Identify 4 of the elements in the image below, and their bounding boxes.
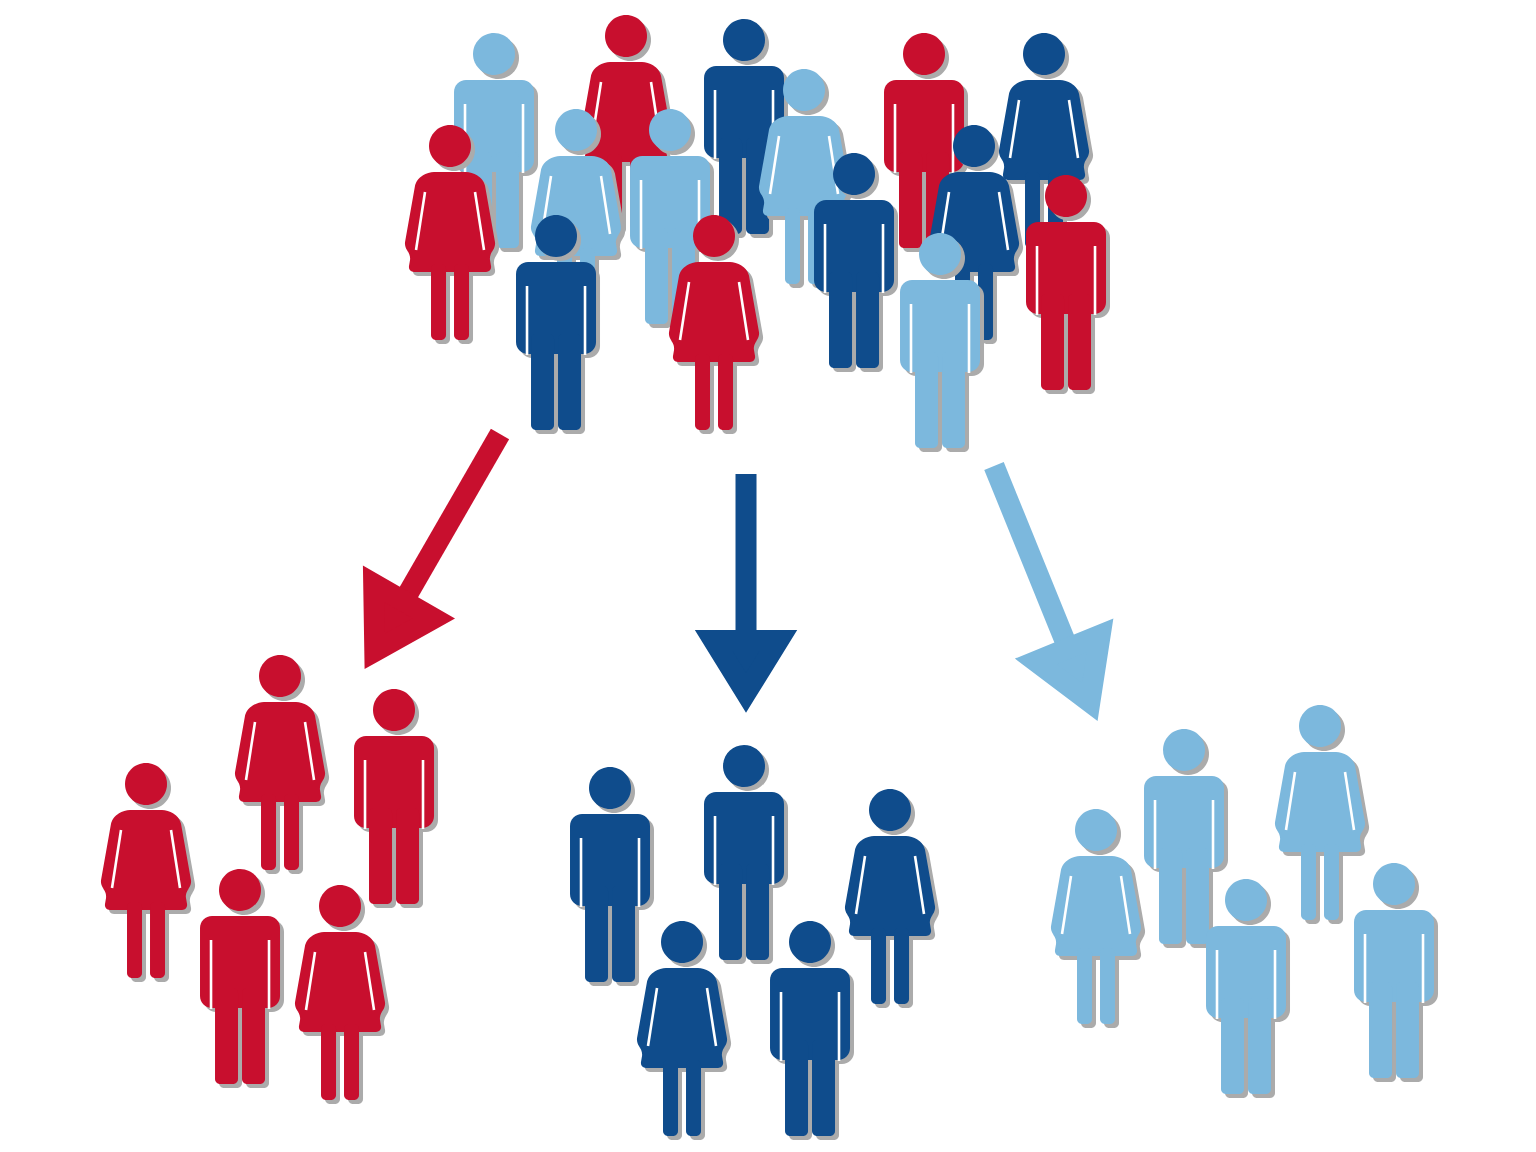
people-group: [1050, 705, 1438, 1098]
people-group: [570, 745, 940, 1140]
people-group: [404, 15, 1110, 452]
people-group: [100, 655, 438, 1104]
